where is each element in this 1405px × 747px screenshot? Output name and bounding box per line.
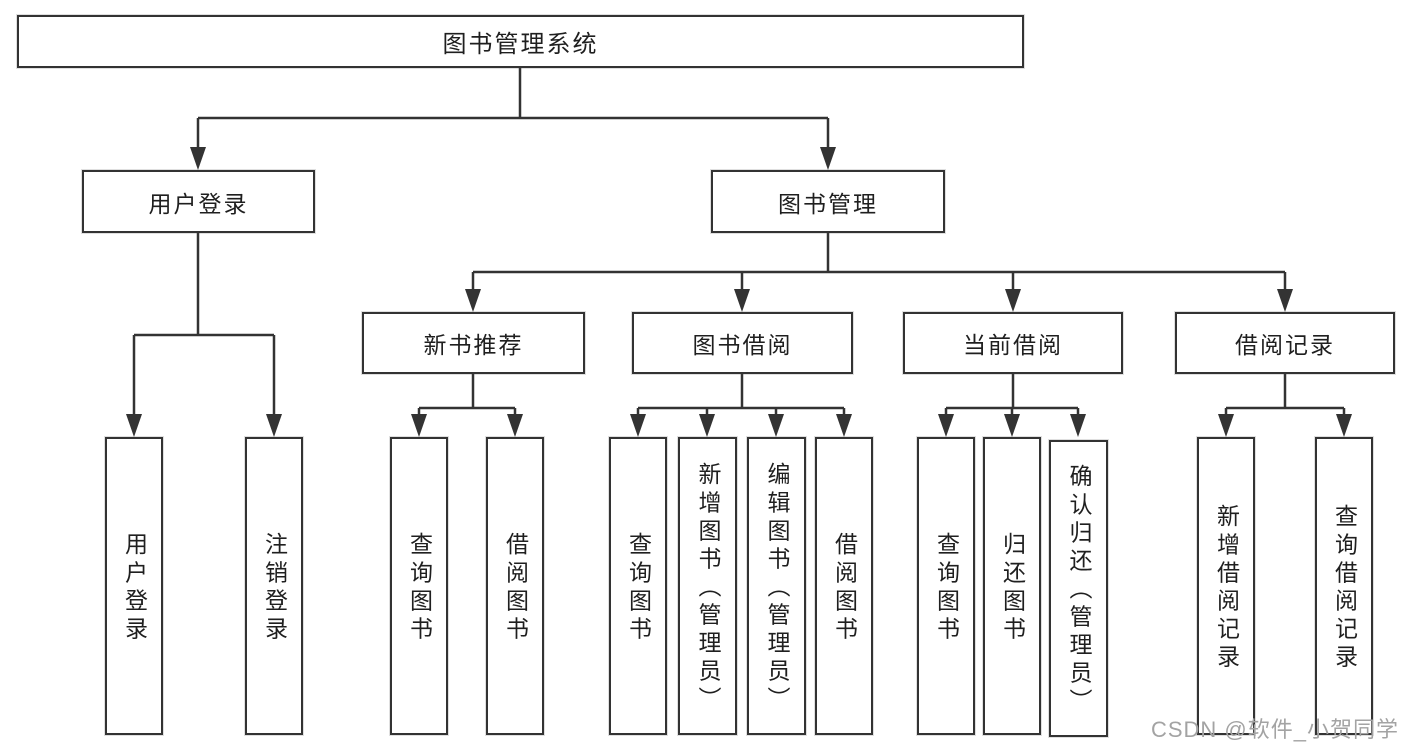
- node-label: 归还图书: [999, 531, 1026, 645]
- leaf-query-books-3: 查询图书: [917, 437, 975, 735]
- node-label: 编辑图书（管理员）: [764, 461, 790, 715]
- leaf-edit-books-admin: 编辑图书（管理员）: [747, 437, 806, 735]
- node-label: 用户登录: [121, 531, 148, 645]
- node-label: 图书借阅: [692, 332, 793, 358]
- leaf-query-books-2: 查询图书: [609, 437, 667, 735]
- leaf-confirm-return-admin: 确认归还（管理员）: [1049, 440, 1108, 737]
- leaf-add-borrow-record: 新增借阅记录: [1197, 437, 1255, 735]
- leaf-add-books-admin: 新增图书（管理员）: [678, 437, 737, 735]
- csdn-watermark: CSDN @软件_小贺同学: [1150, 717, 1399, 742]
- node-label: 图书管理: [778, 190, 878, 217]
- node-label: 查询借阅记录: [1331, 503, 1358, 673]
- node-label: 图书管理系统: [442, 31, 599, 58]
- leaf-borrow-books-1: 借阅图书: [486, 437, 544, 735]
- node-library-management-system: 图书管理系统: [17, 15, 1024, 68]
- node-label: 查询图书: [406, 531, 433, 645]
- node-label: 新书推荐: [423, 332, 524, 358]
- node-label: 当前借阅: [963, 332, 1063, 358]
- leaf-logout: 注销登录: [245, 437, 303, 735]
- node-label: 查询图书: [625, 531, 652, 645]
- node-label: 借阅记录: [1235, 332, 1335, 358]
- node-label: 新增图书（管理员）: [695, 461, 721, 715]
- node-label: 查询图书: [933, 531, 960, 645]
- node-label: 注销登录: [261, 531, 288, 645]
- node-new-book-recommendation: 新书推荐: [362, 312, 585, 374]
- node-user-login: 用户登录: [82, 170, 315, 233]
- node-label: 确认归还（管理员）: [1066, 464, 1092, 717]
- node-label: 借阅图书: [502, 531, 529, 645]
- node-label: 借阅图书: [831, 531, 858, 645]
- node-borrowing-records: 借阅记录: [1175, 312, 1395, 374]
- leaf-query-books-1: 查询图书: [390, 437, 448, 735]
- leaf-query-borrow-record: 查询借阅记录: [1315, 437, 1373, 735]
- node-book-management: 图书管理: [711, 170, 945, 233]
- node-label: 新增借阅记录: [1213, 503, 1240, 673]
- node-book-borrowing: 图书借阅: [632, 312, 853, 374]
- leaf-user-login: 用户登录: [105, 437, 163, 735]
- leaf-borrow-books-2: 借阅图书: [815, 437, 873, 735]
- leaf-return-books: 归还图书: [983, 437, 1041, 735]
- arrow-down-icon: [126, 147, 1352, 437]
- node-label: 用户登录: [148, 190, 249, 217]
- node-current-borrowing: 当前借阅: [903, 312, 1123, 374]
